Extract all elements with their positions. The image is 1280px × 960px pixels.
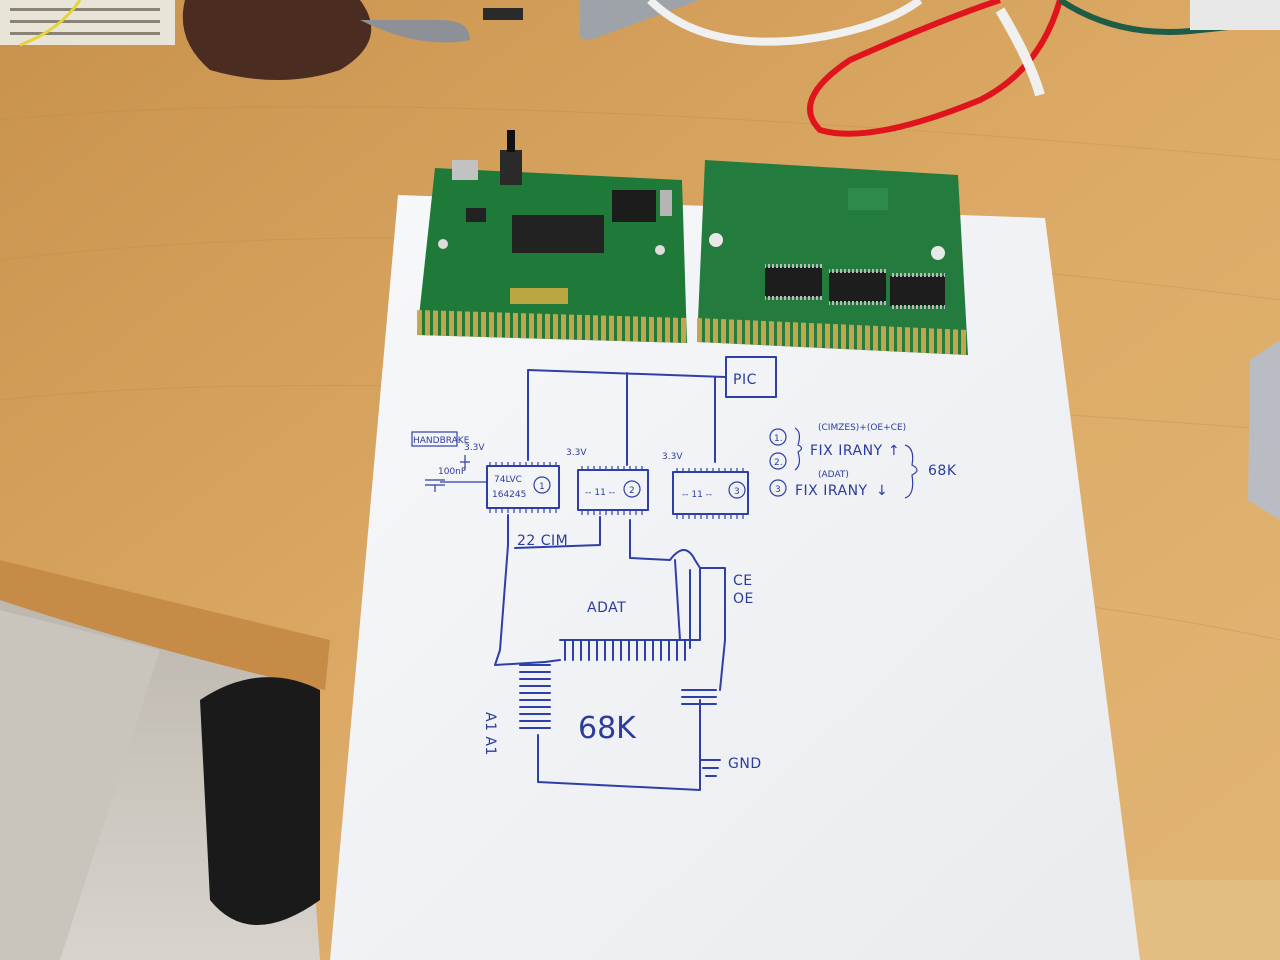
legend-top-note: (CIMZES)+(OE+CE) (818, 423, 906, 433)
gnd-wire (537, 699, 721, 791)
dark-bag (200, 677, 320, 925)
pcb-right-chips (765, 264, 945, 309)
header-pins (483, 8, 523, 20)
pcb-left-mcu-chip (612, 190, 656, 222)
legend-68k: 68K (928, 463, 957, 479)
legend-2: 2. (774, 458, 783, 468)
leather-pouch (182, 0, 372, 80)
paper-sheet (330, 195, 1140, 960)
volt-1: 3.3V (464, 443, 485, 453)
chip-1-line-1: 74LVC (494, 475, 522, 485)
chip-2-num: 2 (629, 486, 635, 496)
volt-2: 3.3V (566, 448, 587, 458)
usb-cable (995, 7, 1045, 97)
pcb-left-led-patch (510, 288, 568, 304)
handbrake-box (411, 431, 458, 447)
adat-label: ADAT (587, 600, 626, 616)
white-cable (647, 0, 923, 46)
legend-brace-1 (794, 427, 803, 471)
tweezers (580, 0, 700, 40)
grey-object (0, 610, 160, 960)
chip-1-num: 1 (539, 482, 545, 492)
top-bus-line (527, 369, 726, 466)
pcb-board-left (417, 130, 687, 343)
pcb-left-small-chip (466, 208, 486, 222)
left-pin-label: A1 A1 (482, 712, 498, 756)
cap-symbol (425, 455, 487, 492)
chip-3-text: -- 11 -- (682, 490, 712, 500)
chip-2 (577, 469, 649, 511)
pcb-board-right (697, 160, 968, 355)
legend-fix-1: FIX IRANY (810, 443, 883, 459)
oe-label: OE (733, 591, 754, 607)
legend-3: 3 (775, 485, 781, 495)
cap-label: 100nF (438, 467, 466, 477)
chip-3-pins (676, 468, 744, 519)
plier-handle (360, 20, 470, 43)
yellow-wire (19, 0, 82, 47)
desk-edge (0, 560, 330, 690)
breadboard-holes (10, 8, 160, 35)
legend-arrow-up: ↑ (888, 443, 900, 459)
pcb-left-usb (452, 160, 478, 180)
legend-adat-note: (ADAT) (818, 470, 849, 480)
chip-3 (672, 471, 749, 515)
laptop-corner (1248, 340, 1280, 520)
pcb-left-switch (500, 150, 522, 185)
pic-box (725, 356, 777, 398)
bus-label: 22 CIM (517, 533, 568, 549)
legend-brace-2 (904, 444, 918, 499)
gnd-label: GND (728, 756, 762, 772)
volt-3: 3.3V (662, 452, 683, 462)
cpu-left-pins (519, 664, 551, 729)
cpu-top-pins (559, 639, 701, 661)
pic-label: PIC (733, 372, 757, 388)
legend-notes: (CIMZES)+(OE+CE) 1. 2. FIX IRANY ↑ (ADAT… (769, 423, 957, 499)
desk-lower-edge (1130, 880, 1280, 960)
chip-2-pins (581, 466, 643, 515)
legend-1: 1. (774, 434, 783, 444)
cpu-label: 68K (578, 711, 637, 746)
chip-3-num-circle (728, 481, 746, 499)
chip-1-pins (489, 462, 557, 513)
white-device (1190, 0, 1280, 30)
bus-to-cpu-right (544, 567, 701, 663)
chip-1 (486, 465, 560, 509)
schematic-drawing (411, 356, 777, 791)
legend-arrow-down: ↓ (876, 483, 888, 499)
chip-1-line-2: 164245 (492, 490, 526, 500)
chip-3-num: 3 (734, 487, 740, 497)
chip-2-num-circle (623, 480, 641, 498)
pcb-left-switch-lever (507, 130, 515, 152)
legend-fix-2: FIX IRANY (795, 483, 868, 499)
red-cable (807, 0, 1063, 137)
pcb-left-main-chip (512, 215, 604, 253)
handbrake-label: HANDBRAKE (413, 436, 470, 446)
chip-2-text: -- 11 -- (585, 488, 615, 498)
bus-to-cpu (494, 514, 726, 691)
ce-label: CE (733, 573, 753, 589)
chip-1-num-circle (533, 476, 551, 494)
pcb-left-crystal (660, 190, 672, 216)
